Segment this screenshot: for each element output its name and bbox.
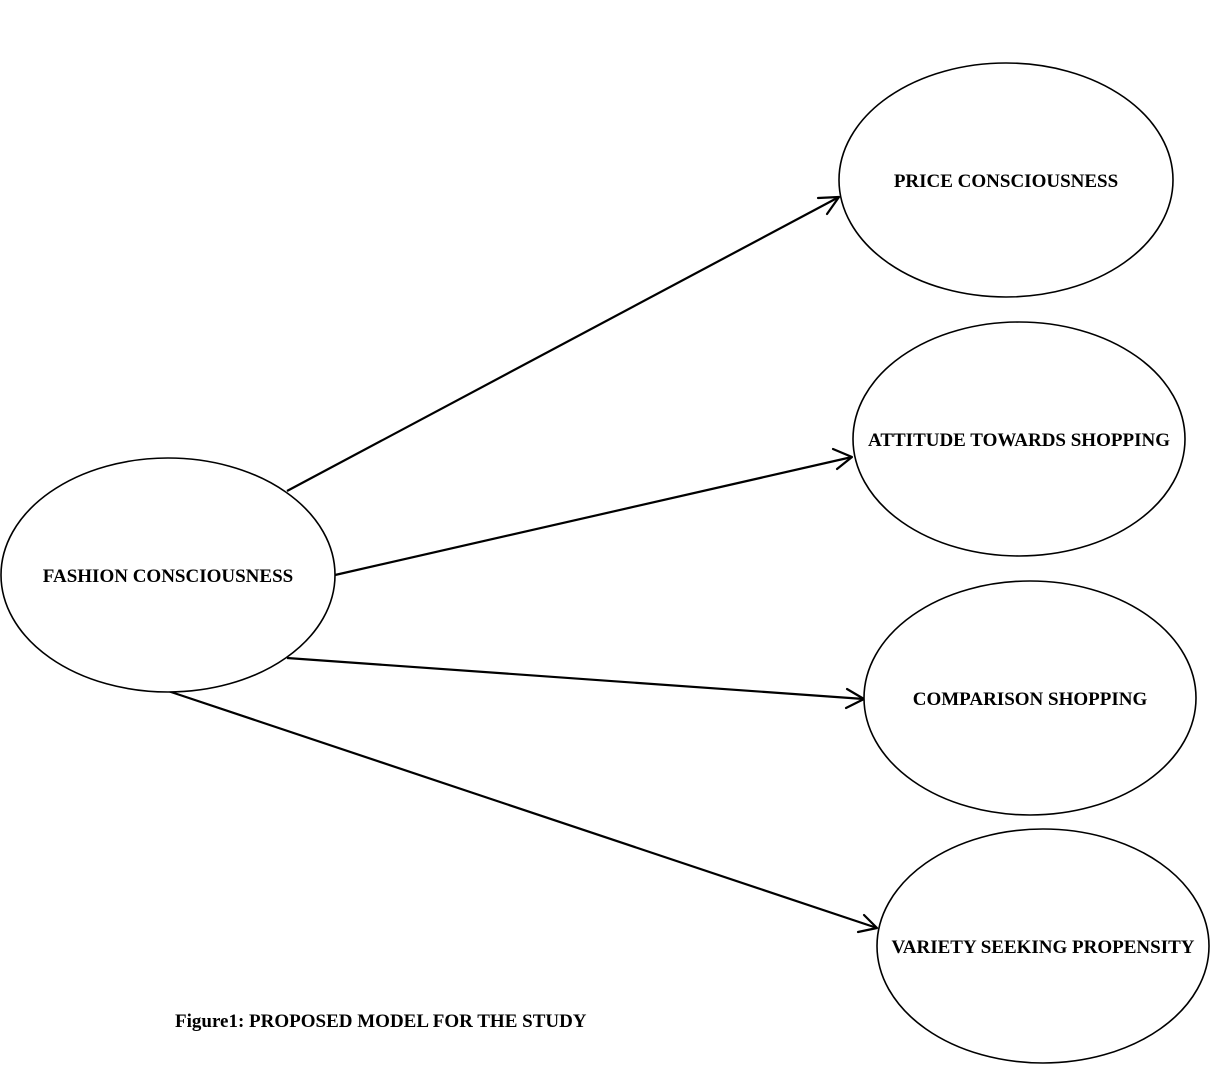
node-label-attitude-towards-shopping: ATTITUDE TOWARDS SHOPPING xyxy=(868,430,1170,451)
node-label-comparison-shopping: COMPARISON SHOPPING xyxy=(913,689,1148,710)
node-attitude-towards-shopping: ATTITUDE TOWARDS SHOPPING xyxy=(852,321,1186,557)
node-label-fashion-consciousness: FASHION CONSCIOUSNESS xyxy=(43,566,293,587)
node-label-price-consciousness: PRICE CONSCIOUSNESS xyxy=(894,171,1118,192)
edge-fashion-to-attitude xyxy=(334,447,854,577)
node-label-variety-seeking-propensity: VARIETY SEEKING PROPENSITY xyxy=(891,937,1194,958)
node-variety-seeking-propensity: VARIETY SEEKING PROPENSITY xyxy=(876,828,1210,1064)
edge-fashion-to-variety xyxy=(167,689,879,934)
node-comparison-shopping: COMPARISON SHOPPING xyxy=(863,580,1197,816)
figure-caption: Figure1: PROPOSED MODEL FOR THE STUDY xyxy=(175,1011,587,1032)
node-fashion-consciousness: FASHION CONSCIOUSNESS xyxy=(0,457,336,693)
edge-fashion-to-comparison xyxy=(286,656,866,710)
edge-fashion-to-price xyxy=(286,195,841,492)
edges xyxy=(167,195,879,934)
node-price-consciousness: PRICE CONSCIOUSNESS xyxy=(838,62,1174,298)
